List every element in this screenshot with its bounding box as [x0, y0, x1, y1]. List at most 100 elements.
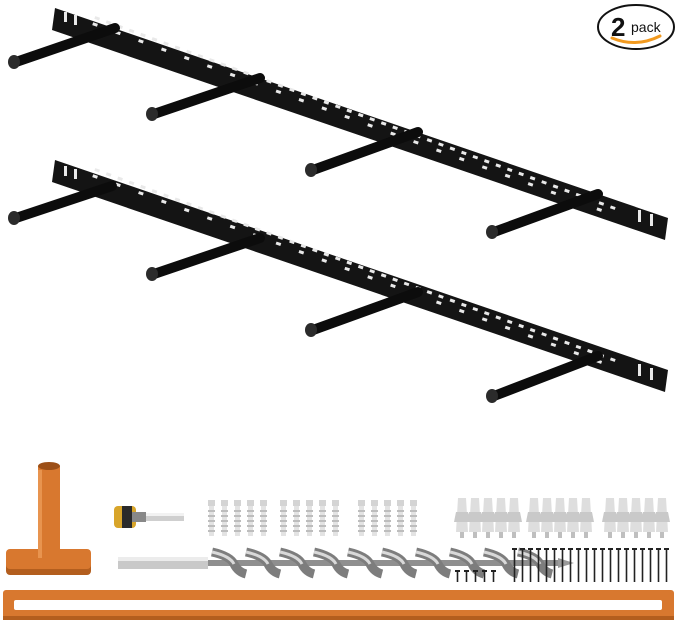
bracket-slot — [206, 216, 213, 221]
bracket-slot — [128, 28, 135, 34]
router-bit-icon — [114, 506, 184, 528]
bracket-slot — [458, 308, 465, 314]
bracket-slot — [449, 146, 456, 151]
bracket-slot — [208, 58, 215, 63]
bracket-slot — [151, 37, 158, 42]
bracket-slot — [346, 260, 353, 266]
bracket-slot — [94, 168, 101, 173]
bracket-slot — [163, 193, 169, 198]
bracket-slot — [449, 298, 456, 303]
bracket-slot — [435, 148, 442, 153]
bracket-slot — [527, 182, 534, 187]
bracket-slot — [598, 201, 605, 206]
bracket-slot — [115, 182, 121, 188]
drilling-template-icon — [3, 590, 674, 620]
bracket-slot — [183, 55, 190, 61]
bracket-slot — [518, 171, 524, 177]
bracket-slot — [413, 140, 419, 145]
bracket-slot — [323, 252, 330, 257]
long-screw — [608, 548, 613, 582]
bracket-slot — [495, 163, 502, 168]
drill-guide-icon — [6, 462, 91, 575]
bracket-slot — [495, 315, 502, 320]
drywall-anchor — [602, 498, 618, 538]
auger-drill-bit-icon — [118, 547, 574, 579]
bracket-slot — [518, 323, 524, 329]
bracket-slot — [596, 207, 603, 212]
bracket-slot — [323, 100, 330, 105]
bracket-slot — [380, 273, 387, 278]
short-screw — [473, 570, 478, 582]
bracket-slot — [564, 188, 570, 194]
bracket-slot — [105, 172, 112, 177]
bracket-slot — [220, 62, 227, 67]
drywall-anchor — [467, 498, 483, 538]
bracket-slot — [357, 112, 364, 118]
drywall-anchor — [539, 498, 555, 538]
pack-label: pack — [631, 19, 661, 35]
bracket-slot — [140, 32, 146, 38]
bracket-slot — [160, 47, 167, 52]
bracket-slot — [458, 156, 465, 162]
bracket-slot — [483, 311, 490, 316]
bracket-slot — [481, 317, 488, 322]
long-screw — [592, 548, 597, 582]
short-screw — [455, 570, 460, 582]
bracket-slot — [277, 235, 284, 240]
bracket-slot — [426, 290, 433, 295]
bracket-slot — [231, 218, 238, 224]
bracket-slot — [426, 138, 433, 143]
long-screw — [536, 548, 541, 582]
anchor — [319, 500, 326, 536]
bracket-slot — [208, 210, 215, 215]
bracket-slot — [435, 300, 442, 305]
bracket-slot — [552, 184, 559, 189]
anchor — [247, 500, 254, 536]
bracket-slot — [321, 258, 328, 263]
bracket-rods — [8, 181, 603, 403]
bracket-slot — [369, 117, 376, 122]
long-screw — [560, 548, 565, 582]
bracket-slot — [298, 97, 305, 103]
bracket-slot — [472, 306, 479, 312]
bracket-slot — [275, 241, 282, 247]
bracket-slot — [529, 328, 536, 333]
bracket-slot — [461, 150, 467, 156]
long-screw — [648, 548, 653, 582]
anchor — [332, 500, 339, 536]
bracket-end-marks — [64, 166, 653, 380]
bracket-slot — [481, 165, 488, 170]
drywall-anchor — [506, 498, 522, 538]
bracket-slot — [504, 325, 511, 331]
bracket-slot — [298, 249, 305, 255]
drywall-anchor — [654, 498, 670, 538]
bracket-slot — [312, 96, 318, 101]
bracket-bar — [52, 160, 668, 392]
bracket-slot — [117, 176, 123, 181]
bracket-slot — [160, 199, 167, 204]
bracket-slot — [504, 173, 511, 179]
drywall-anchor — [493, 498, 509, 538]
bracket-slot — [609, 205, 616, 210]
bracket-bar — [52, 8, 668, 240]
long-screw — [664, 548, 669, 582]
bracket-slot — [573, 350, 580, 356]
long-screw — [520, 548, 525, 582]
bracket-slot — [266, 231, 272, 236]
bracket-slot — [392, 125, 398, 130]
bracket-slot — [254, 227, 261, 232]
drywall-anchor-icon — [454, 498, 670, 538]
drywall-anchor — [641, 498, 657, 538]
anchor — [293, 500, 300, 536]
long-screw — [528, 548, 533, 582]
long-screw — [616, 548, 621, 582]
bracket-slot — [461, 302, 467, 308]
bracket-slot — [229, 72, 236, 78]
anchor — [397, 500, 404, 536]
bracket-slot — [300, 91, 307, 97]
bracket-slot — [346, 108, 353, 114]
bracket-slot — [438, 142, 444, 147]
bracket-slot — [138, 39, 144, 44]
bracket-slot — [344, 266, 351, 272]
bracket-slot — [438, 294, 444, 299]
